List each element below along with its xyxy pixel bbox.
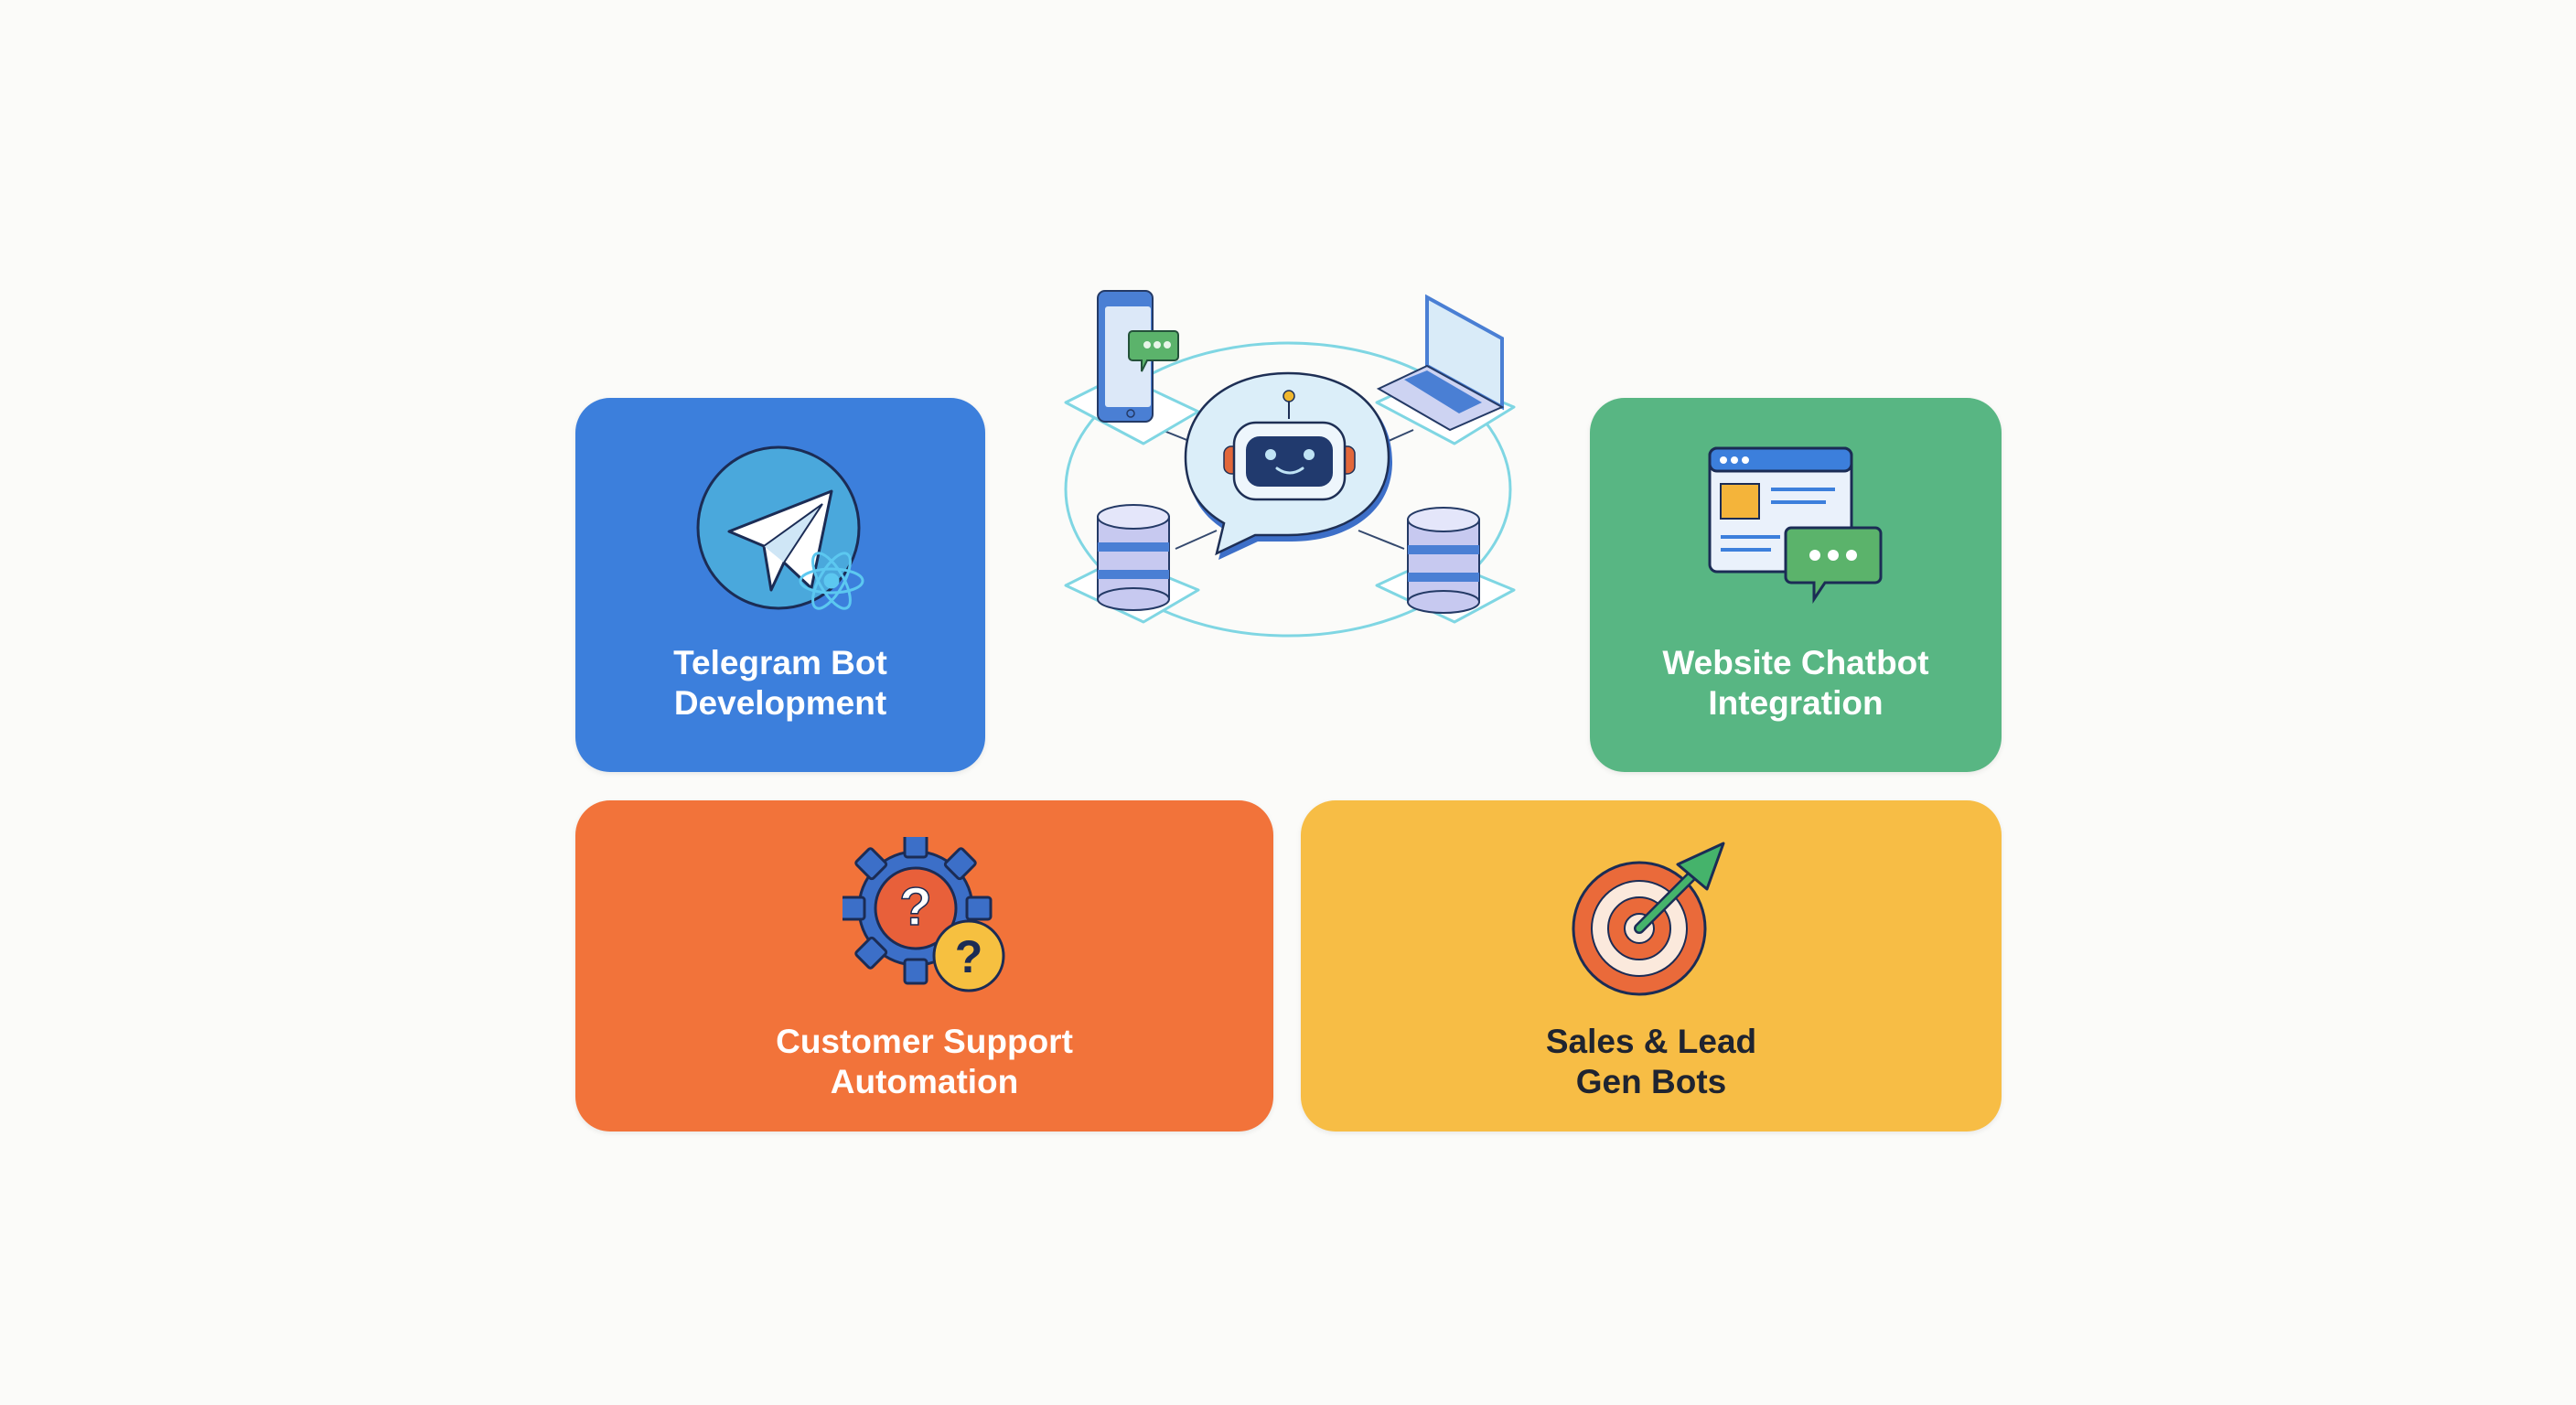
- svg-text:?: ?: [955, 931, 983, 982]
- gear-question-icon: ? ?: [843, 837, 1005, 992]
- react-atom-icon: [799, 552, 864, 610]
- card-title-line1: Sales & Lead: [1545, 1023, 1757, 1060]
- telegram-paper-plane-icon: [696, 445, 864, 610]
- card-website-chatbot-integration[interactable]: Website Chatbot Integration: [1590, 398, 2002, 772]
- card-title-line2: Integration: [1708, 684, 1884, 722]
- card-title-line2: Development: [673, 684, 887, 722]
- card-title-line1: Telegram Bot: [673, 644, 887, 681]
- chat-bubble-icon: [1128, 330, 1179, 372]
- chatbot-hub-illustration: [1052, 274, 1528, 659]
- card-title-line2: Automation: [830, 1063, 1019, 1100]
- card-title-line1: Customer Support: [776, 1023, 1073, 1060]
- target-arrow-icon: [1572, 842, 1725, 996]
- svg-text:?: ?: [899, 877, 931, 937]
- card-customer-support-automation[interactable]: ? ? Customer Support Automation: [575, 800, 1273, 1132]
- browser-chat-icon: [1708, 446, 1883, 604]
- laptop-icon: [1376, 294, 1505, 432]
- card-title-line2: Gen Bots: [1575, 1063, 1727, 1100]
- card-title-line1: Website Chatbot: [1662, 644, 1929, 681]
- card-telegram-bot-development[interactable]: Telegram Bot Development: [575, 398, 985, 772]
- database-icon: [1097, 504, 1170, 611]
- database-icon: [1407, 507, 1480, 614]
- card-sales-lead-gen-bots[interactable]: Sales & Lead Gen Bots: [1301, 800, 2002, 1132]
- robot-chat-bubble-icon: [1184, 371, 1392, 560]
